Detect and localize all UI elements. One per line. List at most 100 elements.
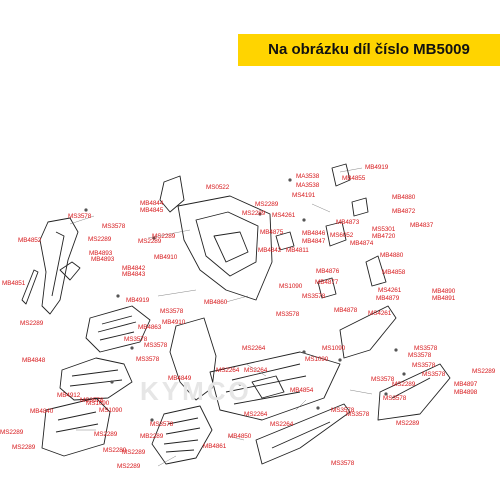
part-number-label: MB4880 [380,252,404,259]
lower-grille-part [151,405,213,465]
part-number-label: MS2289 [255,201,279,208]
part-number-label: MS4261 [368,310,392,317]
part-number-label: MS3578 [331,407,355,414]
part-number-label: MS3578 [276,311,300,318]
part-number-label: MB4854 [290,387,314,394]
part-number-label: MS2289 [152,233,176,240]
part-number-label: MB4893 [89,250,113,257]
part-number-label: MB4844 [140,200,164,207]
part-number-label: MB4858 [382,269,406,276]
side-panel-part [169,317,217,401]
part-number-label: MS3578 [412,362,436,369]
part-number-label: MB4897 [454,381,478,388]
part-number-label: MS3578 [302,293,326,300]
part-number-label: MS6052 [330,232,354,239]
right-side-cover-part [339,305,397,359]
part-number-label: MS3578 [160,308,184,315]
part-number-label: MB4811 [286,247,309,254]
part-number-label: MB4842 [122,265,146,272]
part-number-label: MB4880 [392,194,416,201]
part-number-label: MB4860 [204,299,228,306]
part-number-label: MS0522 [206,184,230,191]
part-number-label: MS2289 [12,444,36,451]
part-number-label: MS3578 [422,371,446,378]
part-number-label: MB4846 [302,230,326,237]
part-number-label: MS3578 [102,223,126,230]
front-fairing-part [39,217,79,315]
side-skirt-part [255,403,351,465]
part-number-label: MB4919 [126,297,150,304]
part-number-label: MS2289 [392,381,416,388]
part-number-label: MA3538 [296,173,320,180]
part-number-label: MB4847 [302,238,326,245]
part-number-label: MB4891 [432,295,456,302]
part-number-label: MB4848 [22,357,46,364]
part-number-label: MB4851 [2,280,26,287]
part-number-label: MS3578 [346,411,370,418]
bracket-part [317,277,337,299]
lower-cowl-part [59,357,133,401]
part-number-label: MB4879 [376,295,400,302]
rear-side-cover-part [377,363,451,421]
part-number-label: MS1090 [86,400,110,407]
part-number-label: MS2264 [244,411,268,418]
part-number-label: MS2289 [242,210,266,217]
part-number-label: MB4855 [342,175,366,182]
part-number-label: MS2289 [88,236,112,243]
part-number-label: MS1090 [305,356,329,363]
part-number-label: MB4912 [57,392,81,399]
banner-text: Na obrázku díl číslo MB5009 [268,41,470,58]
part-number-label: MS2289 [20,320,44,327]
part-number-label: MS3578 [80,397,104,404]
headlight-bracket-part [59,261,81,281]
part-number-label: MS3578 [408,352,432,359]
part-number-label: MS3578 [371,376,395,383]
part-number-label: MS2289 [117,463,141,470]
part-number-label: MS2289 [138,238,162,245]
part-number-label: MS1090 [279,283,303,290]
side-stripe-part [21,269,39,305]
part-number-label: MS3578 [150,421,174,428]
part-number-label: MB4877 [315,279,339,286]
clip-part [351,197,369,217]
part-number-label: MB4890 [432,288,456,295]
inner-shield-part [177,195,273,301]
part-number-banner: Na obrázku díl číslo MB5009 [238,34,500,66]
upper-cover-part [159,175,185,213]
part-number-label: MB4842 [258,247,282,254]
part-number-label: MS1090 [322,345,346,352]
part-number-label: MS2289 [472,368,496,375]
part-number-label: MB4875 [260,229,284,236]
part-number-label: MS2289 [103,447,127,454]
part-number-label: MS2264 [270,421,294,428]
part-number-label: MB4840 [30,408,54,415]
part-number-label: MS3578 [331,460,355,467]
part-number-label: MB4843 [122,271,146,278]
part-number-label: MS2289 [94,431,118,438]
part-number-label: MB4850 [228,433,252,440]
part-number-label: MB4863 [138,324,162,331]
part-number-label: MS4261 [272,212,296,219]
part-number-label: MS3578 [68,213,92,220]
part-number-label: MB4893 [91,256,115,263]
front-grille-part [85,305,151,353]
part-number-label: MS3578 [383,395,407,402]
part-number-label: MB4845 [140,207,164,214]
part-number-label: MS2289 [0,429,24,436]
part-number-label: MB4872 [392,208,416,215]
part-number-label: MB4898 [454,389,478,396]
front-fender-part [41,397,111,457]
part-number-label: MS2289 [122,449,146,456]
part-number-label: MS4261 [378,287,402,294]
part-number-label: MB4874 [350,240,374,247]
floor-board-part [209,351,341,421]
part-number-label: MB4876 [316,268,340,275]
part-number-label: MS5301 [372,226,396,233]
part-number-label: MS3578 [144,342,168,349]
part-number-label: MS2289 [396,420,420,427]
part-number-label: MA3538 [296,182,320,189]
watermark: KYMCO [140,376,252,406]
part-number-label: MB2289 [140,433,164,440]
